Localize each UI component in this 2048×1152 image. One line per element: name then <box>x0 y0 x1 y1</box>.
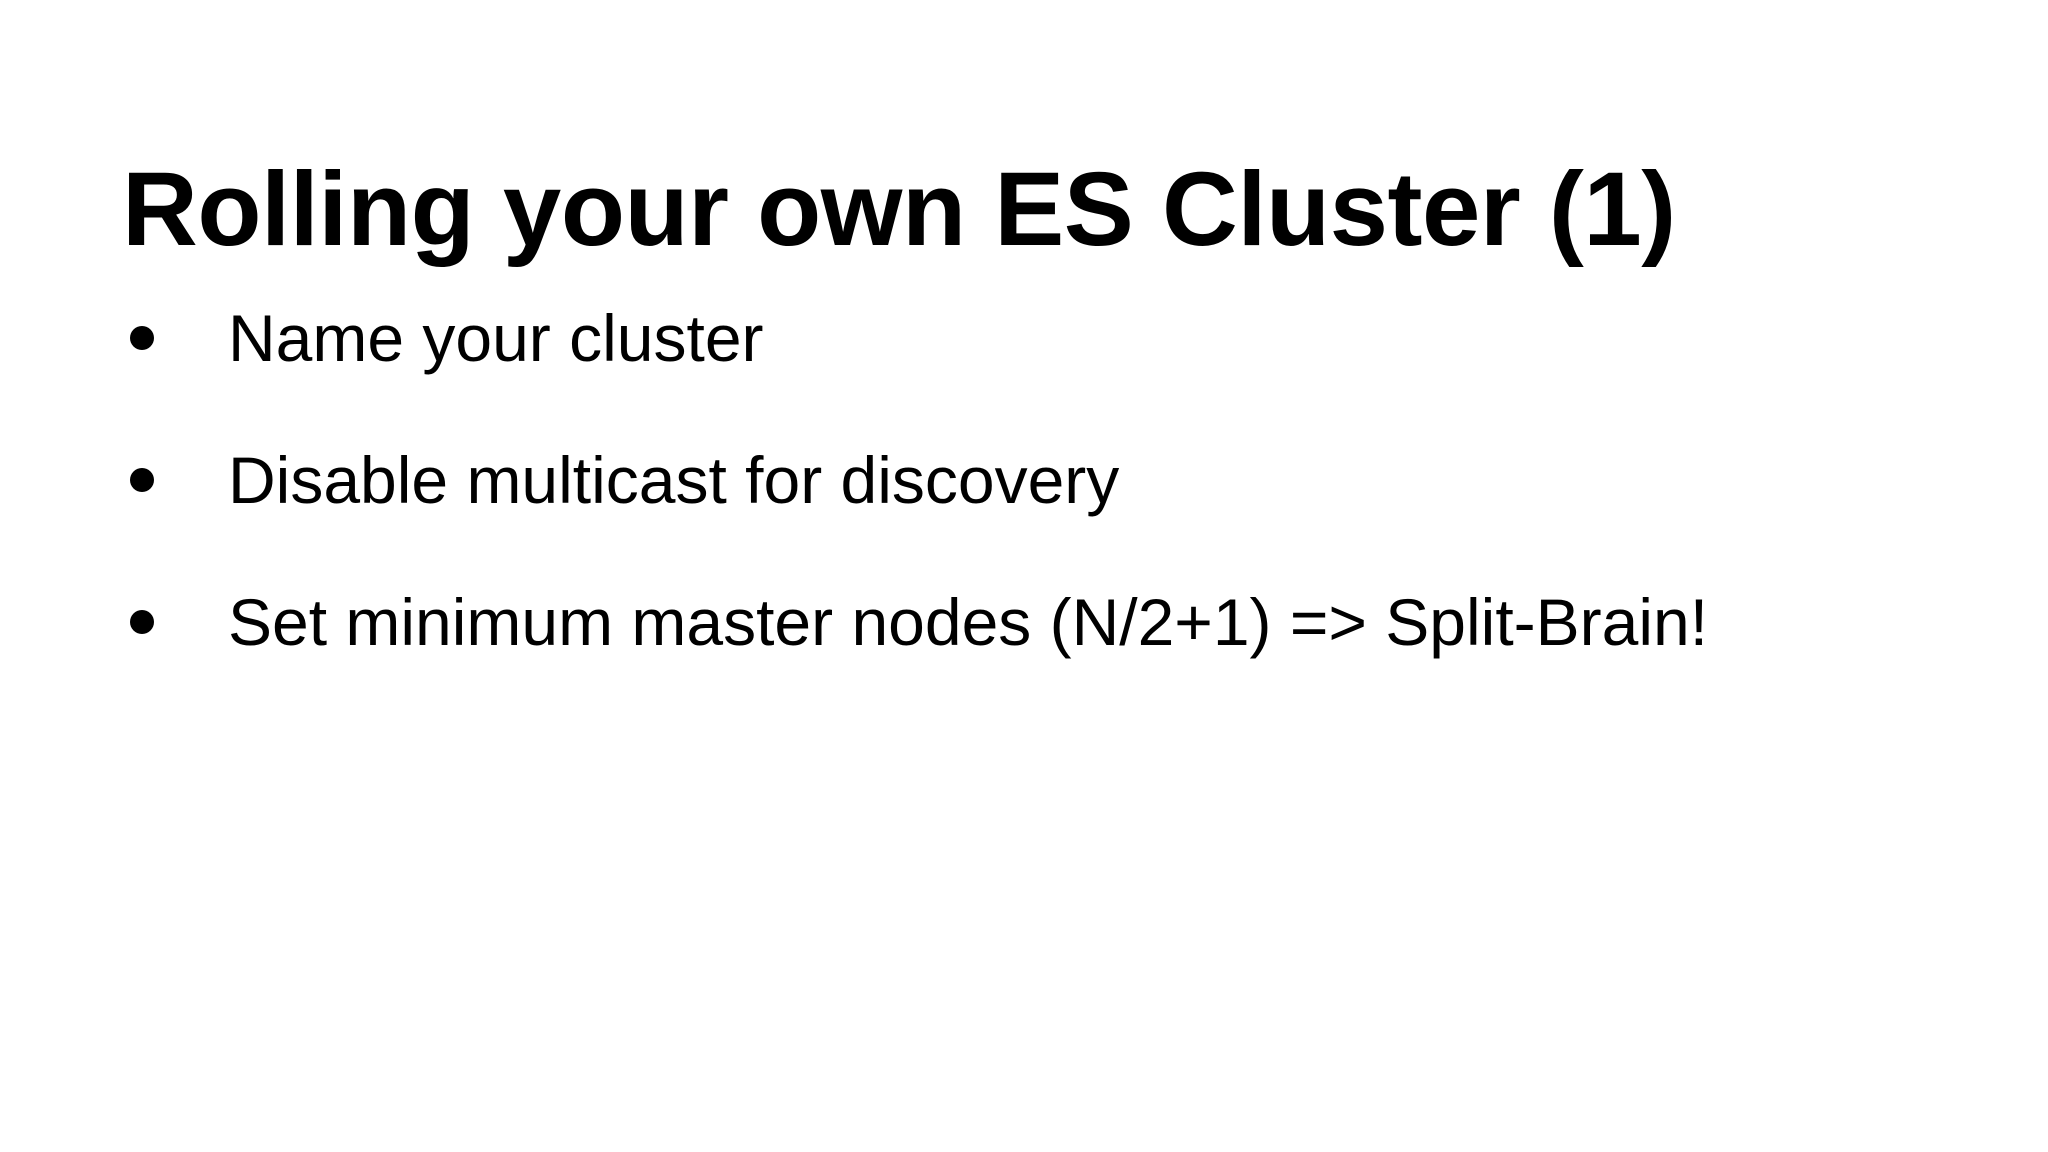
bullet-text: Set minimum master nodes (N/2+1) => Spli… <box>228 585 1709 659</box>
page-title: Rolling your own ES Cluster (1) <box>122 151 1676 269</box>
bullet-text: Name your cluster <box>228 301 764 375</box>
bullet-text: Disable multicast for discovery <box>228 443 1120 517</box>
bullet-list: Name your cluster Disable multicast for … <box>130 300 1960 664</box>
bullet-disc-icon <box>130 610 154 634</box>
list-item: Set minimum master nodes (N/2+1) => Spli… <box>130 584 1960 664</box>
list-item: Disable multicast for discovery <box>130 442 1960 522</box>
bullet-disc-icon <box>130 468 154 492</box>
bullet-disc-icon <box>130 326 154 350</box>
list-item: Name your cluster <box>130 300 1960 380</box>
